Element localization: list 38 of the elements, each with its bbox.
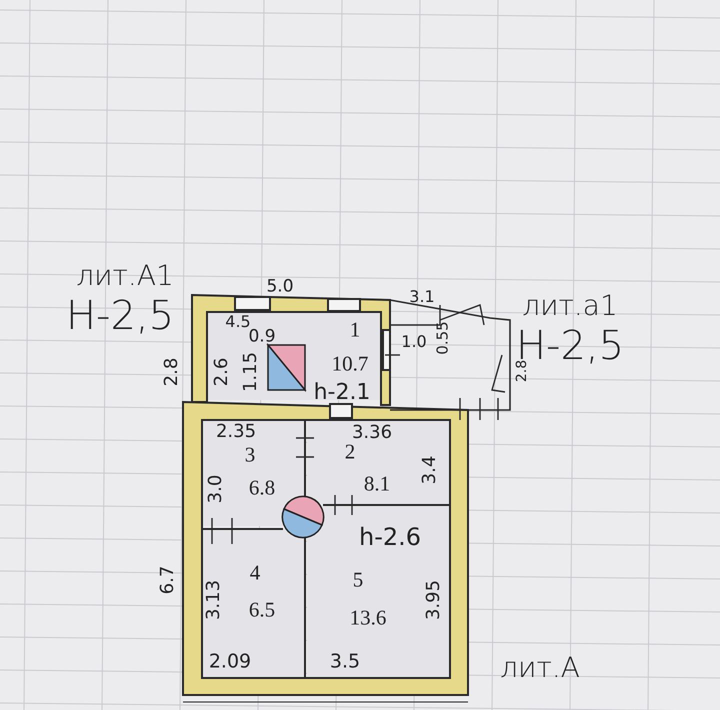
room-number: 5 — [352, 570, 364, 590]
dimension-label: 2.6 — [213, 358, 231, 386]
building-letter-label: лит.А1 — [76, 262, 174, 290]
dimension-label: 2.09 — [208, 652, 252, 672]
room-area-value: 10.7 — [332, 354, 368, 374]
dimension-label: 3.1 — [409, 289, 435, 305]
room-number: 2 — [344, 442, 356, 462]
dimension-label: 3.0 — [207, 474, 225, 504]
dimension-label: 2.8 — [163, 358, 181, 386]
height-label: Н-2,5 — [66, 296, 174, 336]
room-number: 1 — [350, 320, 360, 340]
room-number: 4 — [250, 562, 260, 584]
dimension-label: 3.4 — [421, 456, 439, 484]
dimension-label: 0.55 — [436, 321, 450, 355]
dimension-label: 2.35 — [216, 423, 256, 441]
dimension-label: 6.7 — [159, 566, 177, 594]
dimension-label: 1.0 — [401, 334, 427, 350]
room-area — [202, 420, 304, 526]
room-area-value: 13.6 — [350, 608, 386, 628]
room-area-value: 8.1 — [364, 474, 390, 494]
building-letter-label: лит.а1 — [522, 292, 618, 320]
dimension-label: 3.36 — [352, 424, 392, 442]
room-area — [307, 506, 450, 678]
room-number: 3 — [244, 444, 256, 466]
ceiling-height-label: h-2.1 — [314, 382, 370, 404]
room-area-value: 6.8 — [248, 478, 276, 498]
dimension-label: 1.15 — [242, 352, 260, 392]
dimension-label: 3.5 — [330, 652, 360, 672]
room-area-value: 6.5 — [248, 600, 276, 620]
dimension-label: 3.13 — [205, 580, 223, 620]
dimension-label: 5.0 — [266, 278, 294, 296]
room-area — [202, 529, 304, 678]
dimension-label: 0.9 — [248, 328, 276, 346]
dimension-label: 4.5 — [225, 314, 251, 330]
building-letter-label: лит.А — [500, 654, 580, 682]
room-area — [307, 420, 450, 504]
ceiling-height-label: h-2.6 — [358, 525, 422, 549]
dimension-label: 3.95 — [425, 580, 443, 620]
